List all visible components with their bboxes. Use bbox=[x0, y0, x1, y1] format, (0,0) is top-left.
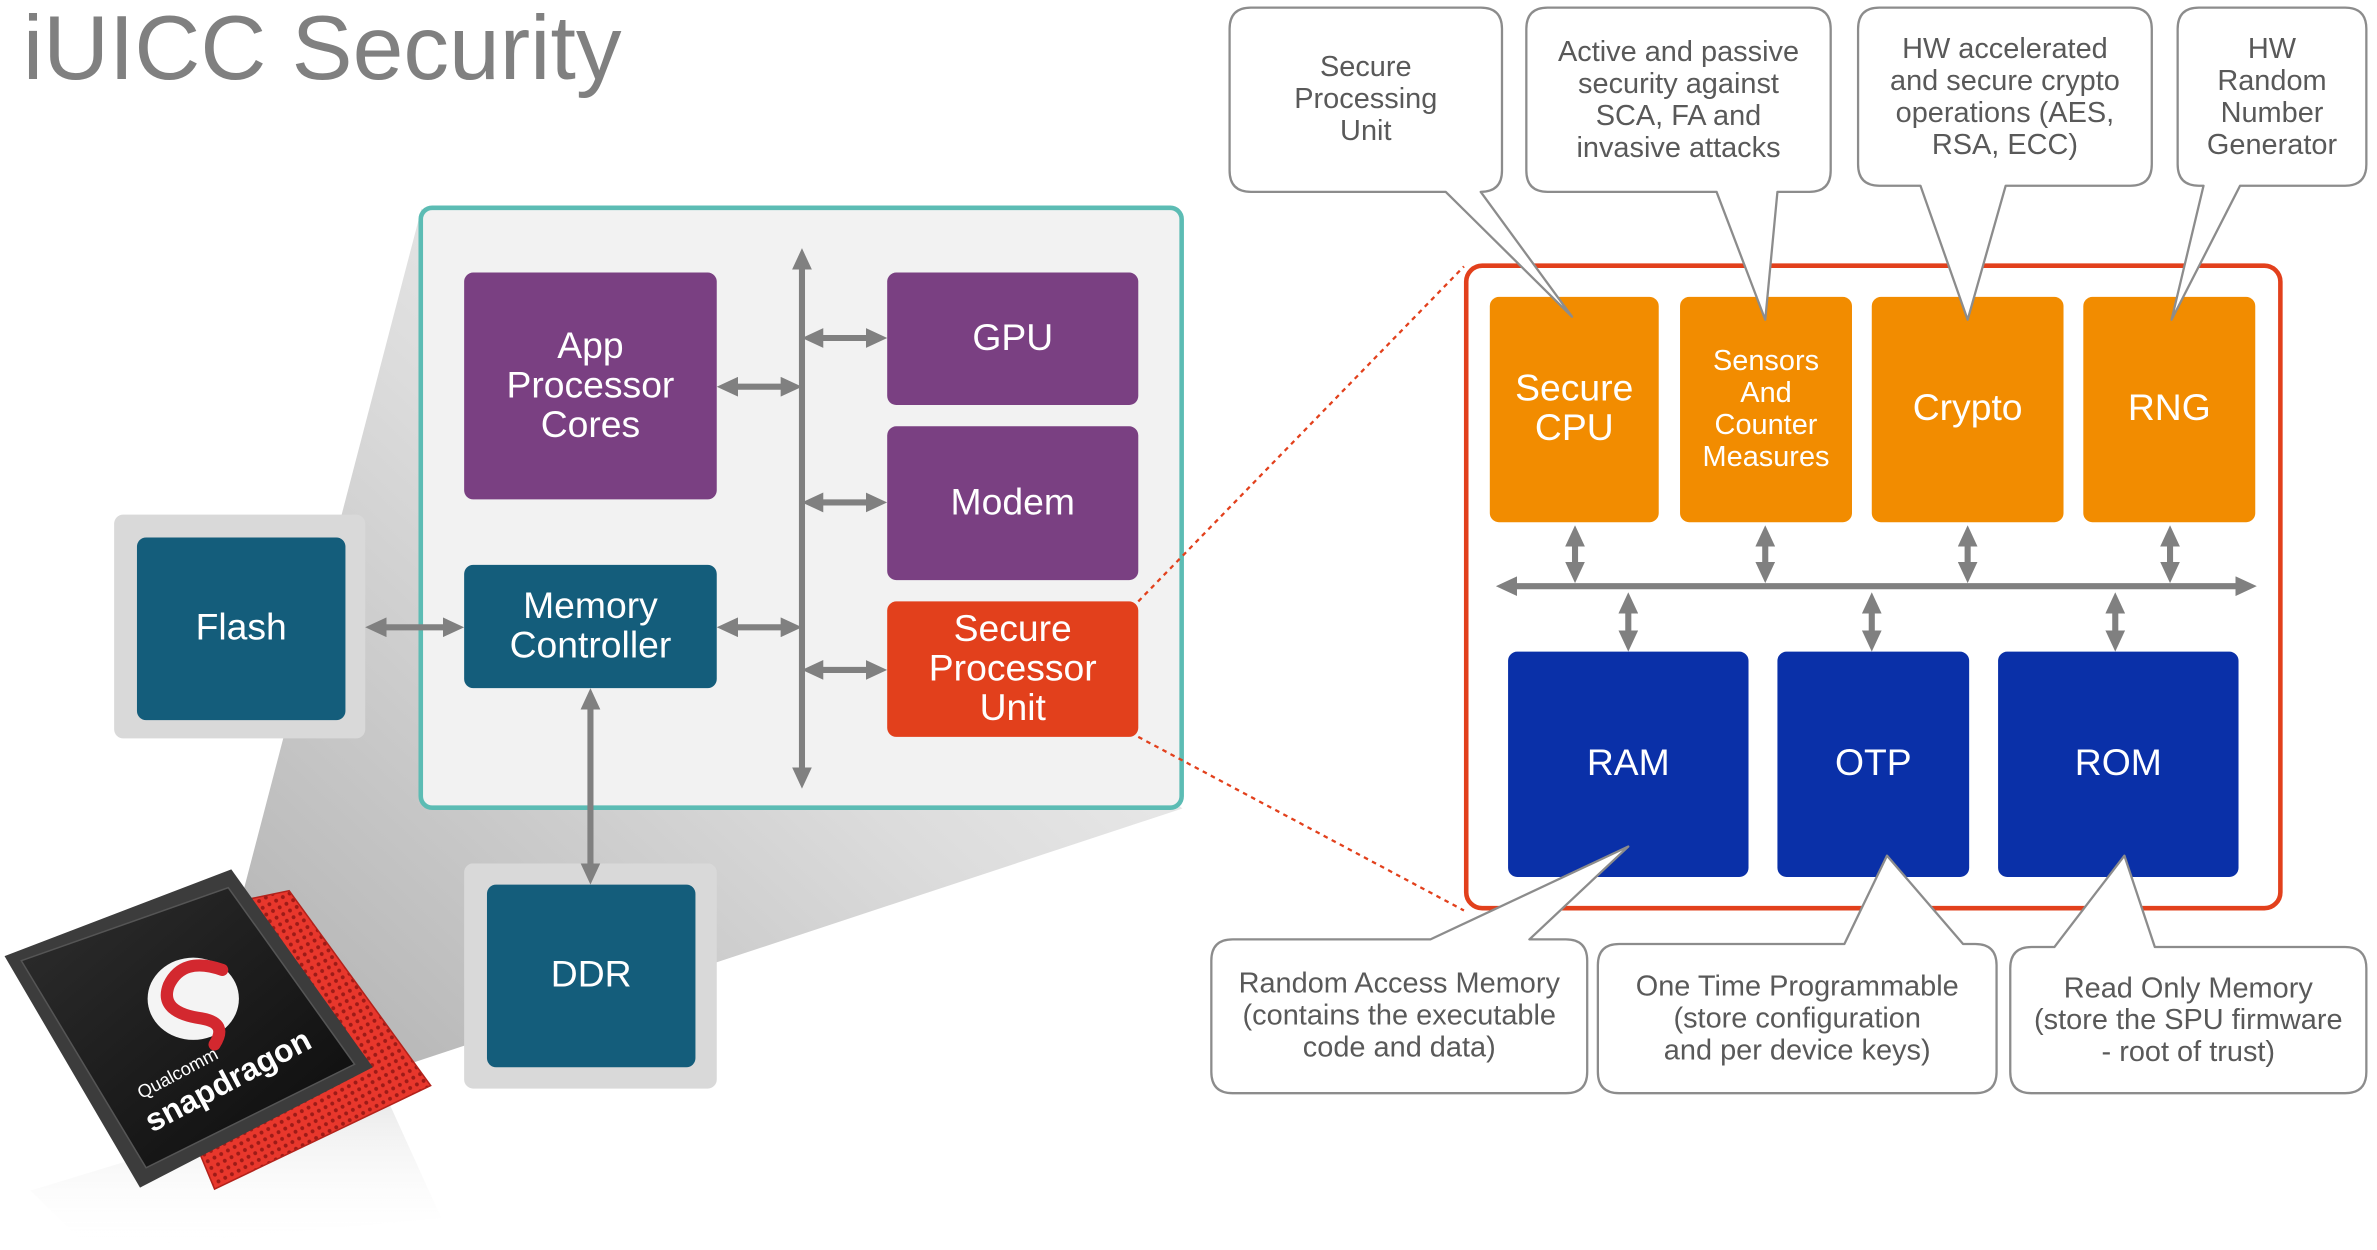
callout-line: security against bbox=[1578, 67, 1779, 100]
flash-block: Flash bbox=[136, 537, 346, 721]
modem-block: Modem bbox=[887, 426, 1139, 581]
block-label-line: And bbox=[1740, 377, 1792, 410]
callout-line: (contains the executable bbox=[1242, 1000, 1556, 1033]
otp-block: OTP bbox=[1777, 651, 1970, 877]
crypto-block: Crypto bbox=[1871, 296, 2064, 523]
callout-line: RSA, ECC) bbox=[1931, 128, 2079, 161]
rom-label: ROM bbox=[2074, 742, 2162, 785]
block-label-line: App bbox=[557, 325, 624, 367]
secure-cpu-block: Secure CPU bbox=[1489, 296, 1659, 523]
callout-rom: Read Only Memory (store the SPU firmware… bbox=[2010, 947, 2366, 1093]
callout-bubble-secure-cpu bbox=[1228, 6, 1574, 318]
rom-block: ROM bbox=[1998, 651, 2239, 877]
callout-bubble-ram bbox=[1210, 845, 1630, 1095]
callout-line: SCA, FA and bbox=[1595, 99, 1762, 132]
callout-bubble-crypto bbox=[1856, 6, 2153, 321]
callout-line: Number bbox=[2220, 96, 2324, 129]
gpu-block: GPU bbox=[887, 272, 1139, 405]
block-label-line: Sensors bbox=[1712, 345, 1820, 378]
callout-ram: Random Access Memory (contains the execu… bbox=[1211, 939, 1587, 1093]
snapdragon-logo-icon bbox=[147, 957, 239, 1051]
callout-line: and per device keys) bbox=[1663, 1034, 1931, 1067]
callout-rng: HW Random Number Generator bbox=[2178, 8, 2367, 186]
memory-controller-block: Memory Controller bbox=[464, 564, 717, 689]
callout-secure-cpu: Secure Processing Unit bbox=[1230, 8, 1502, 192]
zoom-line-top bbox=[1137, 265, 1465, 603]
callout-line: Active and passive bbox=[1557, 35, 1800, 68]
ddr-label: DDR bbox=[550, 954, 632, 996]
callout-line: HW accelerated bbox=[1902, 32, 2108, 65]
block-label-line: Processor bbox=[506, 364, 675, 406]
ram-label: RAM bbox=[1586, 742, 1670, 785]
zoom-line-bottom bbox=[1137, 735, 1465, 912]
block-label-line: Controller bbox=[509, 624, 672, 667]
callout-otp: One Time Programmable (store configurati… bbox=[1598, 944, 1997, 1093]
otp-label: OTP bbox=[1834, 742, 1912, 785]
secure-processor-unit-block: Secure Processor Unit bbox=[887, 601, 1139, 737]
callout-bubble-rom bbox=[2009, 854, 2368, 1095]
callout-bubble-otp bbox=[1596, 854, 1998, 1095]
rng-block: RNG bbox=[2083, 296, 2256, 523]
block-label-line: CPU bbox=[1534, 408, 1614, 450]
block-label-line: Memory bbox=[523, 585, 658, 627]
callout-line: Random Access Memory bbox=[1238, 968, 1560, 1001]
callout-sensors: Active and passive security against SCA,… bbox=[1526, 8, 1830, 192]
block-label-line: Unit bbox=[979, 687, 1046, 729]
callout-line: and secure crypto bbox=[1890, 64, 2120, 97]
ddr-block: DDR bbox=[486, 884, 696, 1068]
callout-line: HW bbox=[2247, 32, 2297, 65]
callout-line: Secure bbox=[1319, 51, 1412, 84]
callout-bubble-sensors bbox=[1525, 6, 1832, 321]
callout-line: (store configuration bbox=[1673, 1002, 1921, 1035]
callout-bubble-rng bbox=[2170, 6, 2368, 321]
callout-line: code and data) bbox=[1302, 1032, 1496, 1065]
callout-crypto: HW accelerated and secure crypto operati… bbox=[1858, 8, 2152, 186]
flash-label: Flash bbox=[195, 607, 287, 649]
crypto-label: Crypto bbox=[1912, 388, 2023, 430]
block-label-line: Secure bbox=[953, 608, 1072, 650]
sensors-countermeasures-block: Sensors And Counter Measures bbox=[1680, 296, 1852, 523]
block-label-line: Processor bbox=[928, 647, 1097, 689]
callout-line: (store the SPU firmware bbox=[2034, 1004, 2343, 1037]
callout-line: invasive attacks bbox=[1576, 131, 1781, 164]
callout-line: Random bbox=[2217, 64, 2327, 97]
snapdragon-chip-image: Qualcomm snapdragon bbox=[4, 869, 442, 1250]
callout-line: Processing bbox=[1294, 83, 1438, 116]
block-label-line: Measures bbox=[1702, 441, 1830, 474]
rng-label: RNG bbox=[2127, 388, 2211, 430]
modem-label: Modem bbox=[950, 481, 1075, 523]
gpu-label: GPU bbox=[972, 317, 1054, 359]
block-label-line: Secure bbox=[1515, 368, 1634, 410]
ram-block: RAM bbox=[1508, 651, 1749, 877]
callout-line: Unit bbox=[1340, 115, 1392, 148]
callout-line: Generator bbox=[2206, 128, 2338, 161]
callout-line: Read Only Memory bbox=[2063, 972, 2313, 1005]
block-label-line: Counter bbox=[1714, 409, 1818, 442]
block-label-line: Cores bbox=[540, 404, 641, 446]
page-title: iUICC Security bbox=[22, 0, 622, 99]
app-processor-cores-block: App Processor Cores bbox=[464, 272, 717, 500]
callout-line: operations (AES, bbox=[1895, 96, 2115, 129]
callout-line: - root of trust) bbox=[2101, 1036, 2276, 1069]
callout-line: One Time Programmable bbox=[1635, 970, 1959, 1003]
